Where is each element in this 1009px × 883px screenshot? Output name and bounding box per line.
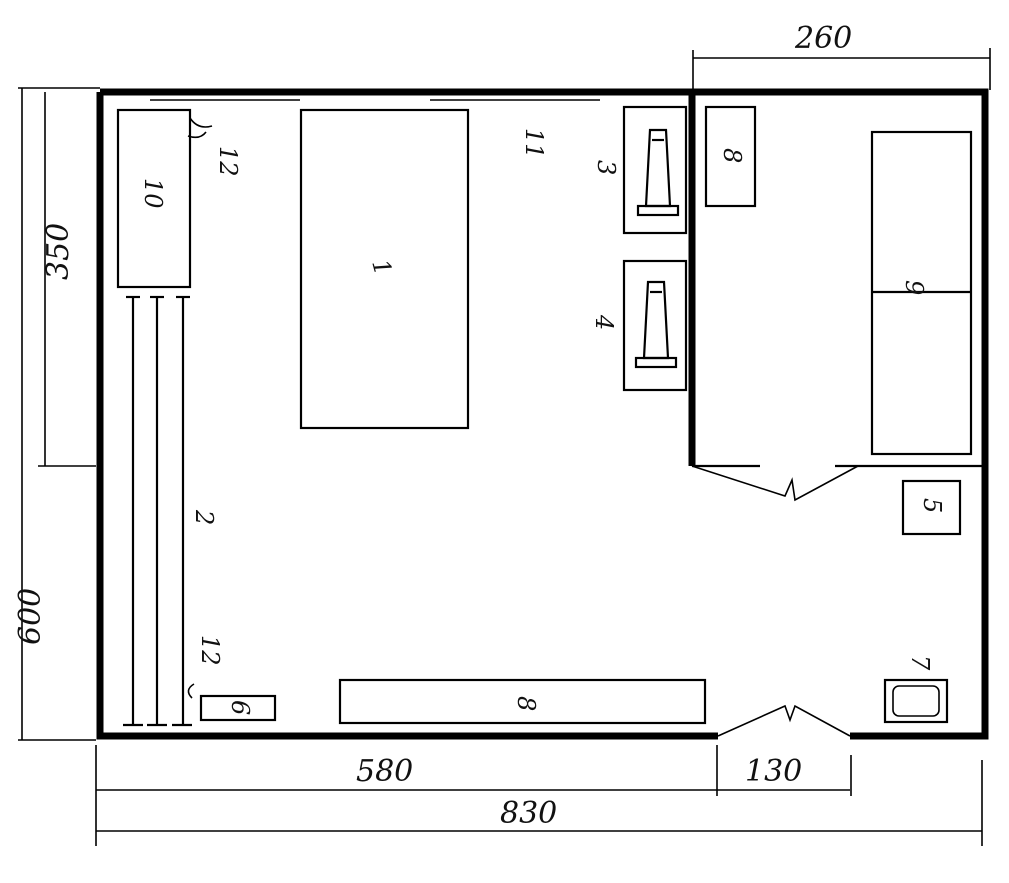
item-7-sink — [883, 678, 949, 724]
outer-walls — [96, 88, 989, 740]
dim-bottom-830: 830 — [500, 796, 557, 831]
item-5-box — [901, 479, 962, 536]
label-item-11: 11 — [520, 128, 548, 159]
item-6-box — [199, 694, 277, 722]
item-9-beds — [870, 130, 973, 456]
label-item-6: 6 — [226, 700, 254, 715]
item-10-cabinet — [116, 108, 192, 289]
label-item-3: 3 — [592, 160, 620, 175]
label-item-8-bench: 8 — [512, 696, 540, 711]
dim-left-600: 600 — [13, 588, 48, 645]
door-swing-exterior — [717, 704, 851, 737]
dim-top-260: 260 — [794, 21, 852, 56]
dimension-lines — [18, 48, 991, 846]
dim-bottom-130: 130 — [745, 754, 802, 789]
item-12-connectors — [187, 117, 213, 699]
label-item-2: 2 — [190, 509, 218, 525]
label-item-12-top: 12 — [214, 146, 242, 177]
item-4-machine — [622, 259, 688, 392]
label-item-12-bottom: 12 — [196, 635, 224, 666]
item-8-bench — [338, 678, 707, 725]
dim-left-350: 350 — [41, 223, 76, 280]
label-item-9: 9 — [900, 280, 928, 295]
label-item-5: 5 — [918, 498, 946, 513]
label-item-8-small: 8 — [718, 148, 746, 163]
item-8-small-cabinet — [704, 105, 757, 208]
label-item-1: 1 — [366, 256, 397, 278]
door-swing-interior — [691, 465, 859, 502]
label-item-10: 10 — [139, 178, 167, 209]
label-item-4: 4 — [590, 314, 618, 330]
item-1-table — [299, 108, 470, 430]
item-3-machine — [622, 105, 688, 235]
item-2-rods — [123, 295, 192, 727]
label-item-7: 7 — [906, 655, 934, 671]
dim-bottom-580: 580 — [356, 754, 413, 789]
